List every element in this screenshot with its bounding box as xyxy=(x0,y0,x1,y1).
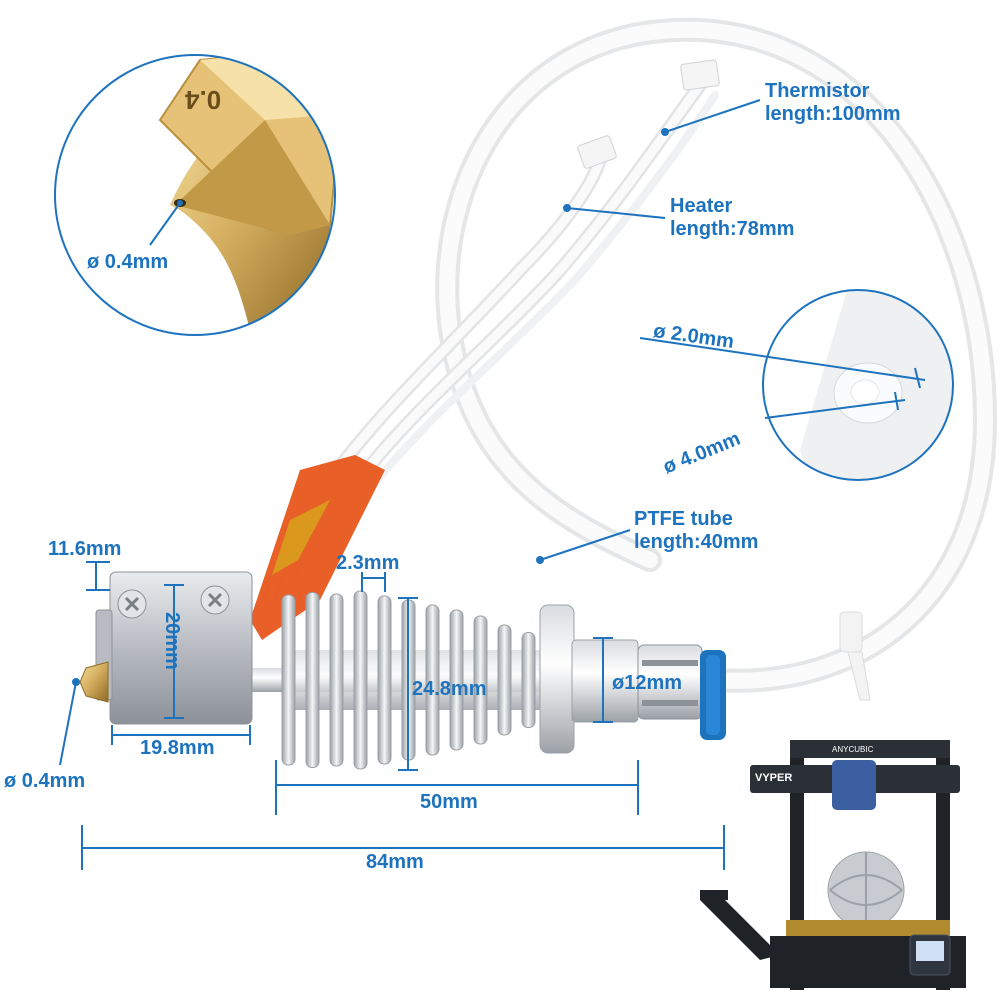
ptfe-tube-label: PTFE tube length:40mm xyxy=(634,508,758,554)
throat-diameter-label: ø12mm xyxy=(612,672,683,694)
block-height-label: 20mm xyxy=(161,612,183,670)
printer-model: VYPER xyxy=(755,772,793,784)
nozzle-marking: 0.4 xyxy=(185,85,222,115)
dimension-lines xyxy=(59,99,926,870)
ptfe-tube-name: PTFE tube xyxy=(634,508,733,530)
heatsink-fin xyxy=(281,594,296,766)
dimension-dots xyxy=(72,128,669,686)
thermistor-connector xyxy=(680,59,720,91)
ptfe-tube-length: length:40mm xyxy=(634,531,759,553)
heater-label: Heater length:78mm xyxy=(670,195,794,241)
nozzle xyxy=(79,661,109,703)
printer-bed xyxy=(786,920,950,938)
heatsink-collar xyxy=(539,604,575,754)
heater-length: length:78mm xyxy=(670,218,795,240)
nozzle-diameter-label: ø 0.4mm xyxy=(4,770,86,792)
heatsink-fin xyxy=(521,632,536,728)
heatsink-fins xyxy=(281,590,542,770)
heatsink-fin xyxy=(353,590,368,770)
nozzle-zoom-diameter-label: ø 0.4mm xyxy=(87,251,169,273)
ptfe-tube xyxy=(435,17,998,701)
printer-screen xyxy=(916,941,944,961)
heatsink-fin xyxy=(329,593,344,767)
printer-image xyxy=(700,740,966,990)
heatsink-fin xyxy=(473,615,488,745)
heatsink-fin xyxy=(305,592,320,768)
heater-name: Heater xyxy=(670,195,733,217)
thermistor-length: length:100mm xyxy=(765,103,901,125)
heatshrink-sleeve xyxy=(250,455,385,640)
heatsink-fin xyxy=(425,604,440,756)
printer-brand: ANYCUBIC xyxy=(832,745,874,754)
printer-printhead xyxy=(832,760,876,810)
total-length-label: 84mm xyxy=(366,851,424,873)
block-width-label: 19.8mm xyxy=(140,737,215,759)
tube-clip xyxy=(839,611,863,653)
heatsink-fin xyxy=(449,609,464,751)
hotend-assembly xyxy=(79,571,726,770)
thermistor-label: Thermistor length:100mm xyxy=(765,80,901,126)
heatsink-fin xyxy=(377,595,392,765)
thermistor-name: Thermistor xyxy=(765,80,870,102)
fin-gap-label: 2.3mm xyxy=(336,552,400,574)
heater-connector xyxy=(577,135,617,169)
block-offset-label: 11.6mm xyxy=(48,538,122,560)
heatsink-diameter-label: 24.8mm xyxy=(412,678,487,700)
heatsink-fin xyxy=(497,624,512,736)
heatsink-length-label: 50mm xyxy=(420,791,478,813)
